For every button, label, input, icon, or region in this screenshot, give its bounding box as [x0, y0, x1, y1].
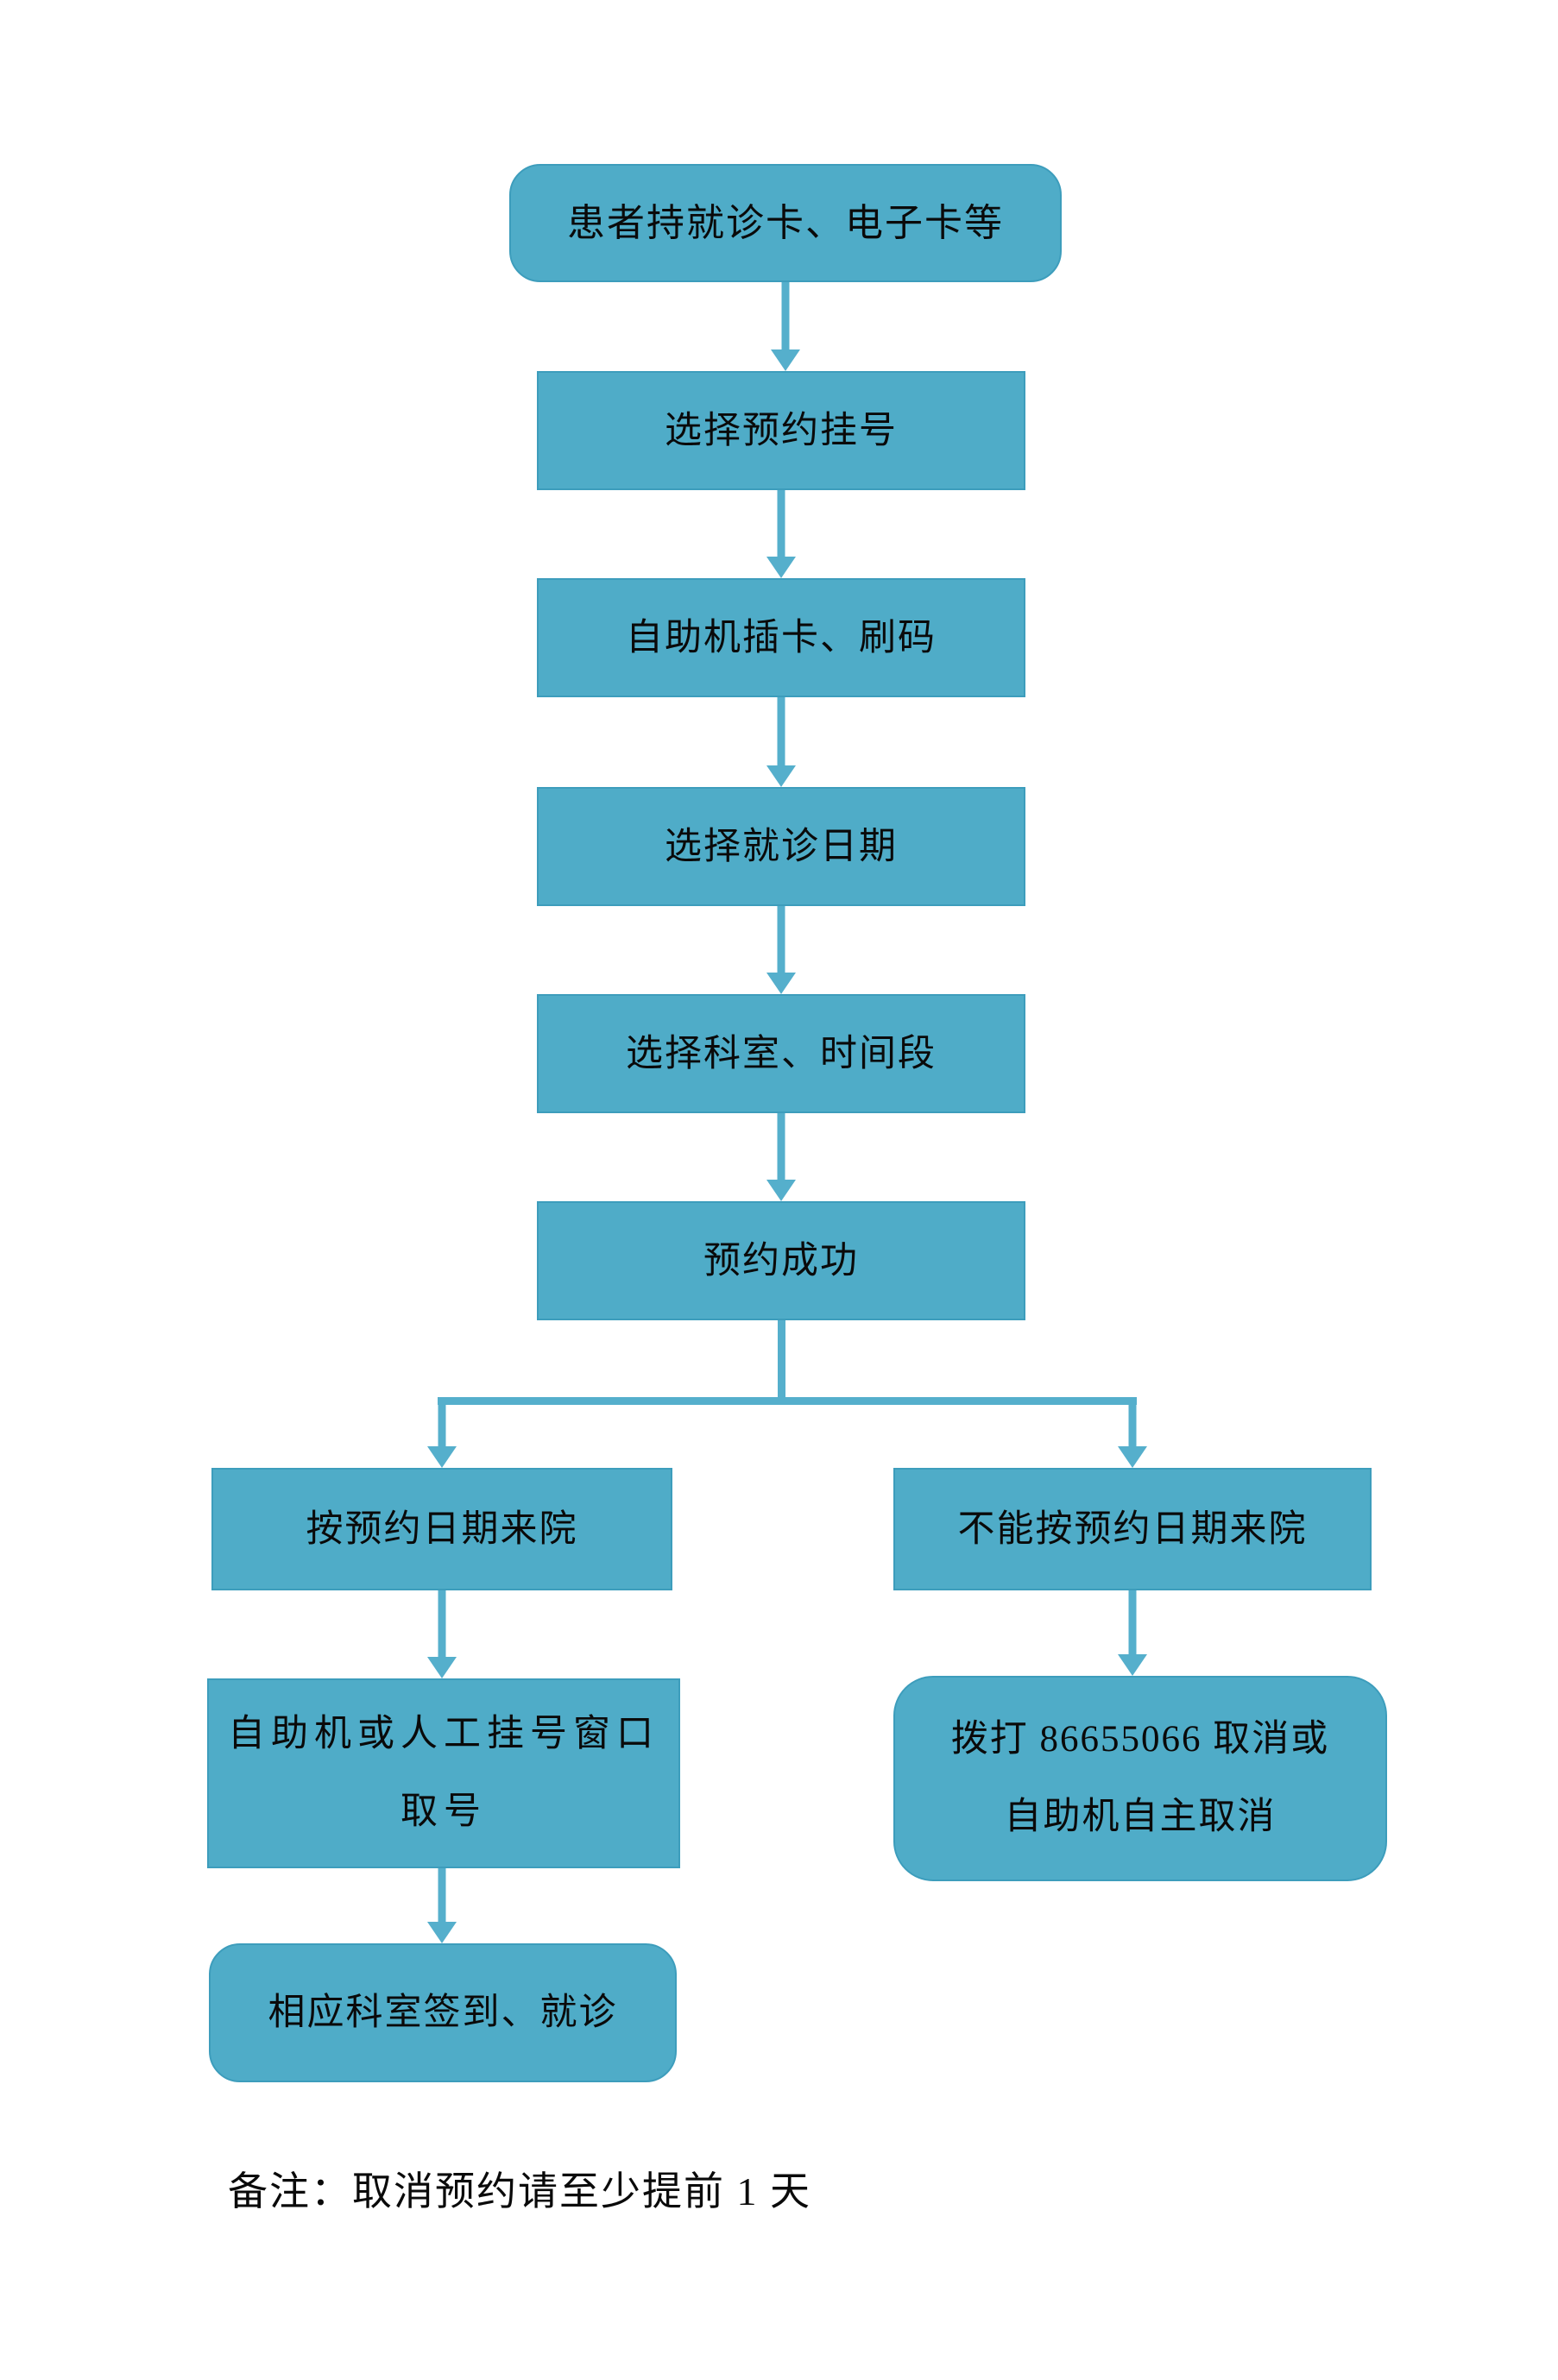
- arrow-choose-booking-to-kiosk: [766, 490, 796, 578]
- node-kiosk-card-label: 自助机插卡、刷码: [626, 617, 937, 658]
- arrow-choose-dept-to-success: [766, 1113, 796, 1201]
- arrow-stem: [777, 697, 785, 769]
- arrow-head-icon: [427, 1922, 457, 1943]
- arrow-to-cannot-arrive: [1118, 1401, 1147, 1468]
- arrow-stem: [1128, 1590, 1137, 1658]
- arrow-head-icon: [1118, 1446, 1147, 1468]
- node-choose-booking: 选择预约挂号: [537, 371, 1025, 490]
- arrow-stem: [438, 1868, 446, 1925]
- node-start: 患者持就诊卡、电子卡等: [509, 164, 1062, 282]
- node-arrive-on-date-label: 按预约日期来院: [306, 1508, 578, 1550]
- arrow-head-icon: [427, 1657, 457, 1678]
- node-start-label: 患者持就诊卡、电子卡等: [567, 201, 1004, 244]
- node-arrive-on-date: 按预约日期来院: [211, 1468, 672, 1590]
- node-booking-success: 预约成功: [537, 1201, 1025, 1320]
- arrow-head-icon: [1118, 1654, 1147, 1676]
- arrow-kiosk-to-choose-date: [766, 697, 796, 787]
- node-cannot-arrive-label: 不能按预约日期来院: [957, 1508, 1308, 1550]
- node-cancel-booking-line1: 拨打 86655066 取消或: [950, 1719, 1330, 1760]
- arrow-arrive-to-get-number: [427, 1590, 457, 1678]
- arrow-stem: [777, 490, 785, 560]
- arrow-head-icon: [766, 557, 796, 578]
- arrow-stem: [777, 906, 785, 976]
- arrow-cannot-arrive-to-cancel: [1118, 1590, 1147, 1676]
- node-get-number-line1: 自助机或人工挂号窗口: [228, 1714, 659, 1754]
- arrow-start-to-choose-booking: [771, 282, 800, 371]
- node-choose-dept-label: 选择科室、时间段: [626, 1033, 937, 1074]
- arrow-to-arrive-on-date: [427, 1401, 457, 1468]
- arrow-stem: [1128, 1401, 1137, 1450]
- arrow-head-icon: [766, 1180, 796, 1201]
- arrow-stem: [438, 1590, 446, 1660]
- node-choose-dept: 选择科室、时间段: [537, 994, 1025, 1113]
- node-get-number-line2: 取号: [401, 1791, 487, 1832]
- node-cancel-booking: 拨打 86655066 取消或 自助机自主取消: [893, 1676, 1387, 1881]
- node-checkin-label: 相应科室签到、就诊: [268, 1993, 618, 2033]
- branch-connector-stem: [778, 1320, 785, 1401]
- branch-connector-hbar: [438, 1397, 1137, 1405]
- node-kiosk-card: 自助机插卡、刷码: [537, 578, 1025, 697]
- arrow-choose-date-to-choose-dept: [766, 906, 796, 994]
- arrow-stem: [438, 1401, 446, 1450]
- node-choose-date: 选择就诊日期: [537, 787, 1025, 906]
- node-choose-booking-label: 选择预约挂号: [665, 410, 898, 451]
- arrow-stem: [781, 282, 790, 353]
- arrow-head-icon: [766, 765, 796, 787]
- arrow-stem: [777, 1113, 785, 1183]
- node-cancel-booking-line2: 自助机自主取消: [1004, 1797, 1277, 1837]
- arrow-get-number-to-checkin: [427, 1868, 457, 1943]
- node-get-number: 自助机或人工挂号窗口 取号: [207, 1678, 680, 1868]
- arrow-head-icon: [427, 1446, 457, 1468]
- node-checkin: 相应科室签到、就诊: [209, 1943, 677, 2082]
- arrow-head-icon: [766, 973, 796, 994]
- footer-note: 备注：取消预约请至少提前 1 天: [228, 2169, 811, 2213]
- node-cannot-arrive: 不能按预约日期来院: [893, 1468, 1372, 1590]
- node-choose-date-label: 选择就诊日期: [665, 826, 898, 867]
- arrow-head-icon: [771, 349, 800, 371]
- node-booking-success-label: 预约成功: [703, 1240, 859, 1281]
